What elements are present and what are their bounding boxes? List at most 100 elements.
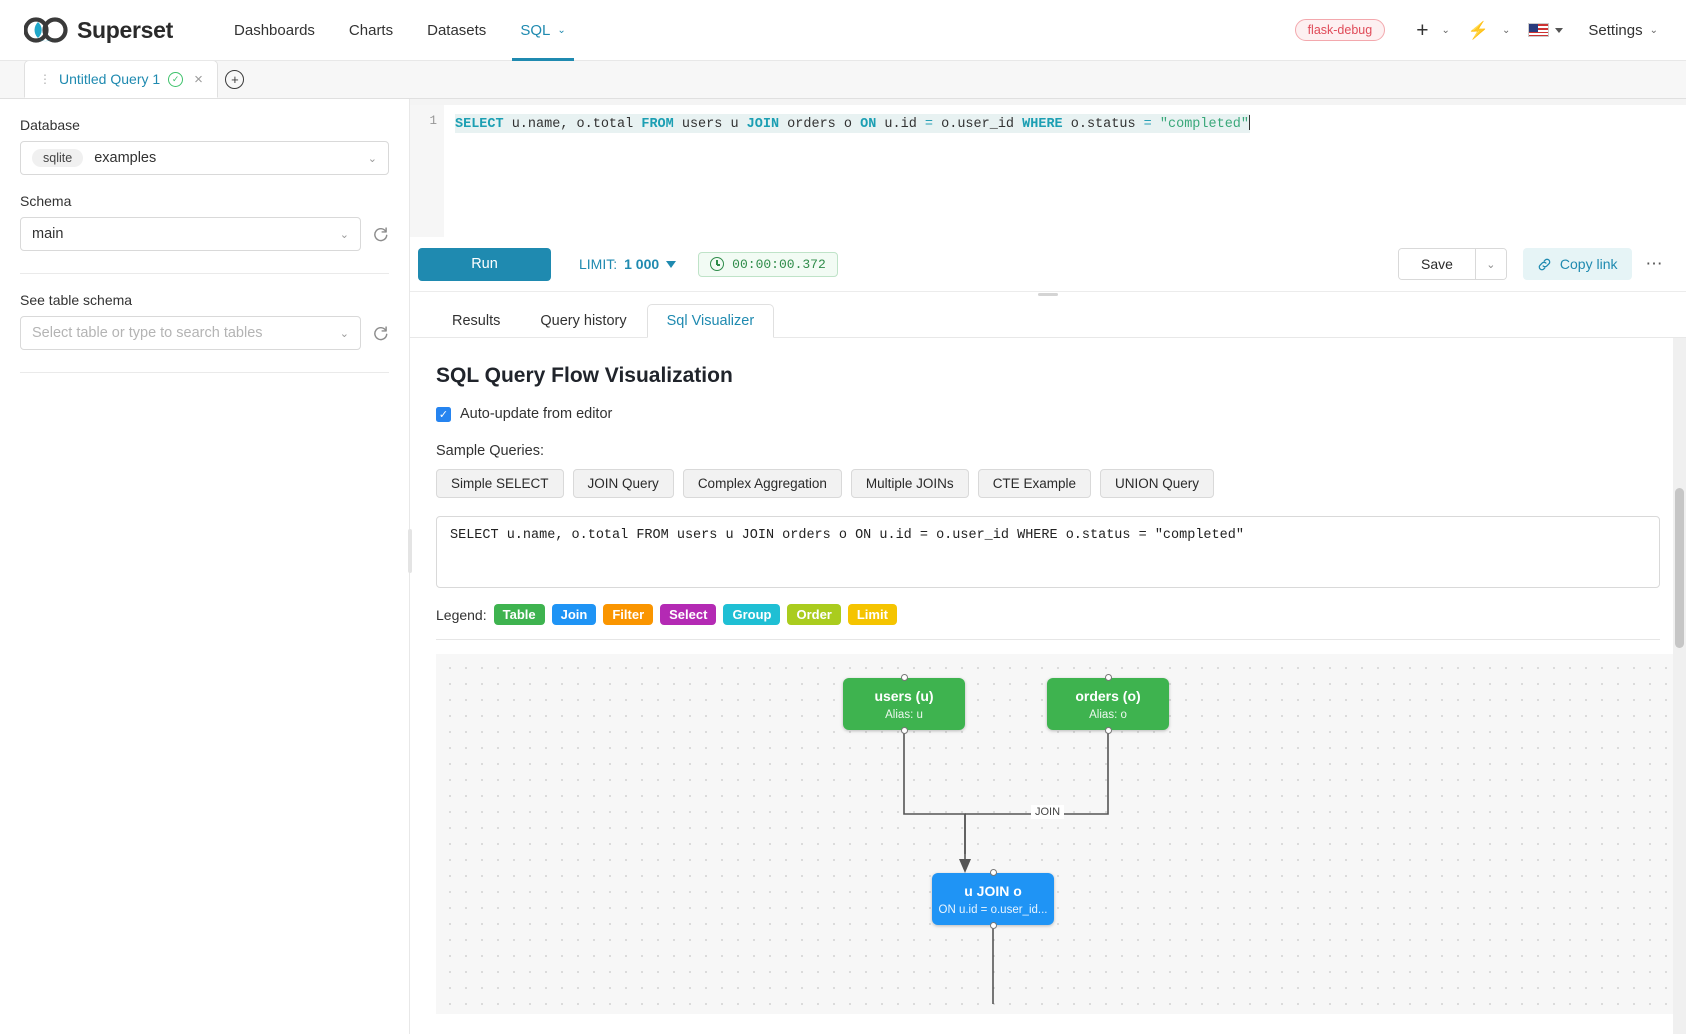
database-field: Database sqlite examples ⌄ [20,117,389,175]
save-button[interactable]: Save [1398,249,1475,279]
chevron-down-icon: ⌄ [1486,258,1496,271]
us-flag-icon [1528,23,1550,37]
page-scrollbar-track[interactable] [1673,338,1686,1034]
token-uid: u.id [876,117,925,132]
legend-chip-order: Order [787,604,841,625]
sample-join-query[interactable]: JOIN Query [572,469,674,498]
query-tab-label: Untitled Query 1 [59,71,161,87]
sql-editor[interactable]: 1 SELECT u.name, o.total FROM users u JO… [410,105,1686,237]
database-select[interactable]: sqlite examples ⌄ [20,141,389,175]
drag-handle-icon[interactable]: ⋮ [39,72,51,86]
settings-menu-button[interactable]: Settings ⌄ [1572,22,1662,39]
limit-label: LIMIT: [579,256,618,272]
top-navbar: Superset Dashboards Charts Datasets SQL … [0,0,1686,61]
sample-complex-aggregation[interactable]: Complex Aggregation [682,469,842,498]
node-port-bottom [1104,727,1112,734]
nav-link-datasets[interactable]: Datasets [410,0,503,61]
check-circle-icon: ✓ [168,71,184,87]
new-item-button[interactable]: + ⌄ [1407,20,1459,41]
sample-simple-select[interactable]: Simple SELECT [436,469,564,498]
nav-link-charts[interactable]: Charts [332,0,410,61]
plus-icon: + [1416,18,1429,42]
auto-update-row: ✓ Auto-update from editor [436,406,1660,422]
schema-select[interactable]: main ⌄ [20,217,361,251]
chevron-down-icon: ⌄ [339,228,349,241]
run-button[interactable]: Run [418,247,551,281]
nav-link-dashboards[interactable]: Dashboards [217,0,332,61]
token-cols: u.name, o.total [503,117,642,132]
left-panel-resizer[interactable] [408,529,412,573]
table-select[interactable]: Select table or type to search tables ⌄ [20,316,361,350]
toolbar-right: Save ⌄ Copy link ⋯ [1397,248,1664,280]
auto-update-checkbox[interactable]: ✓ [436,406,451,422]
tab-label: Query history [540,313,627,329]
add-query-tab-button[interactable]: + [218,60,252,98]
page-scrollbar-thumb[interactable] [1675,488,1684,648]
sample-cte-example[interactable]: CTE Example [977,469,1091,498]
token-space [1152,117,1160,132]
sql-input-textarea[interactable] [436,516,1660,588]
chevron-down-icon: ⌄ [367,152,377,165]
sample-queries-label: Sample Queries: [436,443,544,459]
caret-down-icon [666,260,677,268]
query-flow-canvas[interactable]: JOIN users (u) Alias: u orders (o) Alias… [436,654,1673,1014]
bolt-menu-button[interactable]: ⚡ ⌄ [1459,22,1520,39]
save-dropdown-button[interactable]: ⌄ [1474,249,1506,279]
flow-node-orders[interactable]: orders (o) Alias: o [1047,674,1169,734]
database-value: examples [94,150,157,166]
token-eq-1: = [924,117,934,132]
caret-down-icon [1555,27,1564,33]
sample-multiple-joins[interactable]: Multiple JOINs [850,469,969,498]
plus-circle-icon: + [225,69,245,89]
primary-nav: Dashboards Charts Datasets SQL ⌄ [217,0,583,61]
tab-query-history[interactable]: Query history [520,304,646,338]
schema-field: Schema main ⌄ [20,193,389,251]
language-picker[interactable] [1519,23,1572,37]
result-tabs-underline [410,337,1686,338]
node-port-bottom [900,727,908,734]
tab-results[interactable]: Results [432,304,520,338]
query-tab-untitled-query-1[interactable]: ⋮ Untitled Query 1 ✓ × [24,60,218,98]
link-icon [1538,258,1551,270]
refresh-tables-icon[interactable] [372,325,389,342]
superset-logo[interactable]: Superset [24,17,173,44]
viz-divider [436,639,1660,640]
brand-text: Superset [77,16,174,43]
sample-union-query[interactable]: UNION Query [1099,469,1214,498]
legend-chip-select: Select [660,604,717,625]
nav-link-sql[interactable]: SQL ⌄ [503,0,582,61]
token-eq-2: = [1143,117,1152,132]
line-number: 1 [429,114,437,128]
node-port-top [1104,674,1112,681]
node-title: u JOIN o [964,882,1022,899]
token-select: SELECT [455,117,504,132]
query-tab-bar: ⋮ Untitled Query 1 ✓ × + [0,60,1686,99]
node-port-bottom [989,922,997,929]
table-placeholder: Select table or type to search tables [32,325,263,341]
left-divider [20,273,389,274]
sample-queries-row: Simple SELECT JOIN Query Complex Aggrega… [436,469,1660,498]
flow-node-users[interactable]: users (u) Alias: u [843,674,965,734]
editor-resize-handle[interactable] [1038,293,1058,296]
chevron-down-icon: ⌄ [1441,24,1450,36]
legend-chip-filter: Filter [603,604,654,625]
token-userid: o.user_id [933,117,1023,132]
database-label: Database [20,117,80,133]
editor-toolbar: Run LIMIT: 1 000 00:00:00.372 Save ⌄ [410,237,1686,296]
limit-dropdown[interactable]: LIMIT: 1 000 [579,256,677,272]
editor-code-area[interactable]: SELECT u.name, o.total FROM users u JOIN… [444,105,1686,237]
table-schema-label: See table schema [20,292,133,308]
sql-code-line: SELECT u.name, o.total FROM users u JOIN… [455,114,1251,133]
tab-label: Results [452,313,501,329]
clock-icon [710,257,725,271]
more-options-button[interactable]: ⋯ [1645,254,1664,273]
auto-update-label: Auto-update from editor [460,406,613,422]
close-icon[interactable]: × [194,70,203,88]
flow-node-join[interactable]: u JOIN o ON u.id = o.user_id... [932,869,1054,929]
legend-chip-join: Join [551,604,597,625]
chevron-down-icon: ⌄ [1649,24,1658,36]
refresh-schema-icon[interactable] [372,226,389,243]
main-split: Database sqlite examples ⌄ Schema main ⌄ [0,99,1686,1034]
copy-link-button[interactable]: Copy link [1522,248,1632,280]
tab-sql-visualizer[interactable]: Sql Visualizer [646,304,775,338]
